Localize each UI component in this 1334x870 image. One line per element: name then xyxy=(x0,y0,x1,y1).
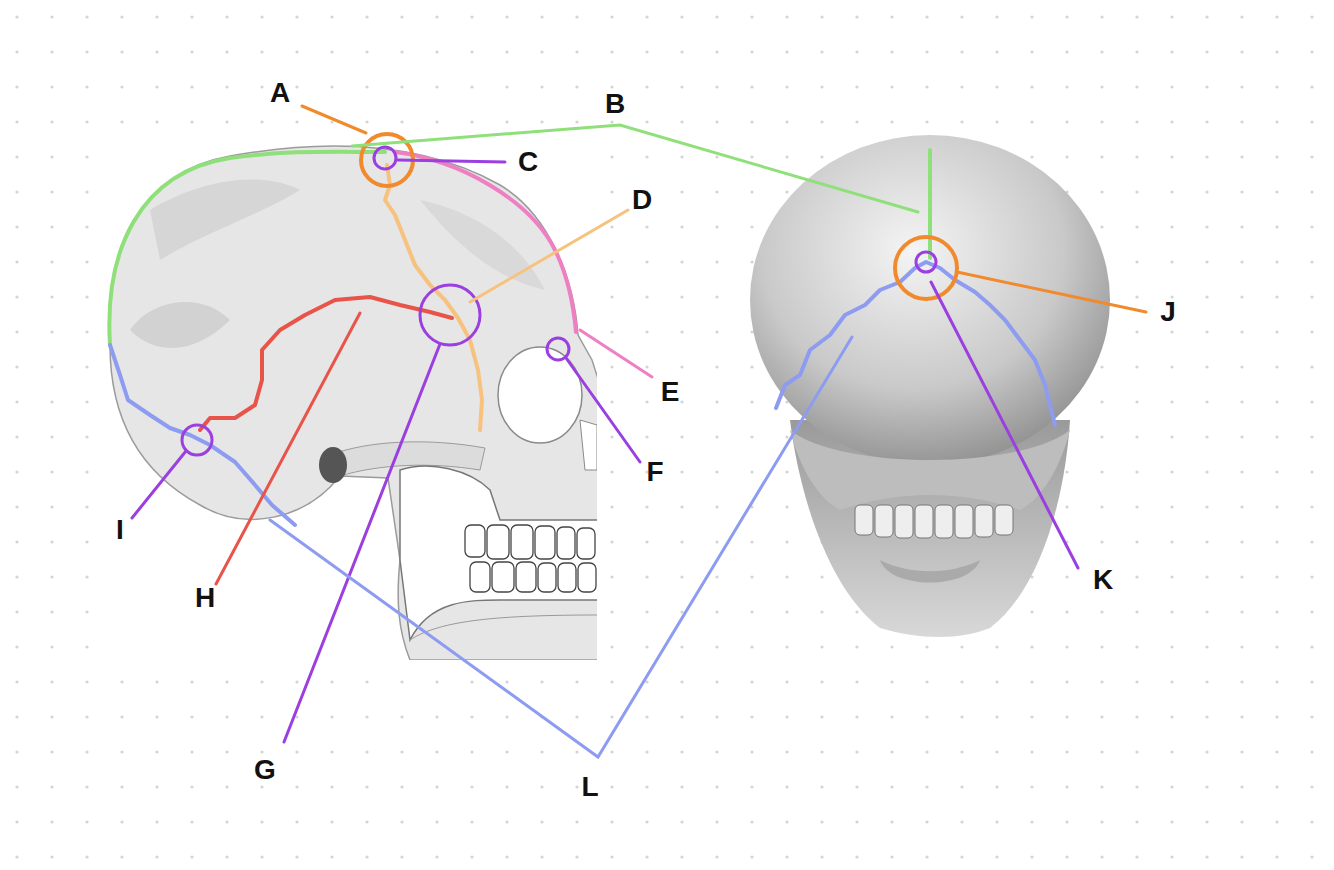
callout-letter: J xyxy=(1160,298,1176,326)
callout-letter: H xyxy=(195,584,215,612)
callout-letter: G xyxy=(254,756,276,784)
callout-letter: E xyxy=(661,378,680,406)
landmark-circles xyxy=(182,134,957,455)
callout-letter: L xyxy=(581,773,598,801)
suture-lines xyxy=(109,150,1055,525)
callout-letter: K xyxy=(1093,566,1113,594)
callout-letter: C xyxy=(518,148,538,176)
leader-lines xyxy=(132,106,1146,757)
callout-letter: F xyxy=(646,458,663,486)
posterior-skull xyxy=(750,135,1110,637)
callout-letter: D xyxy=(632,186,652,214)
callout-letter: B xyxy=(605,90,625,118)
callout-letter: A xyxy=(270,79,290,107)
lateral-skull xyxy=(100,140,597,660)
callout-letter: I xyxy=(116,516,124,544)
